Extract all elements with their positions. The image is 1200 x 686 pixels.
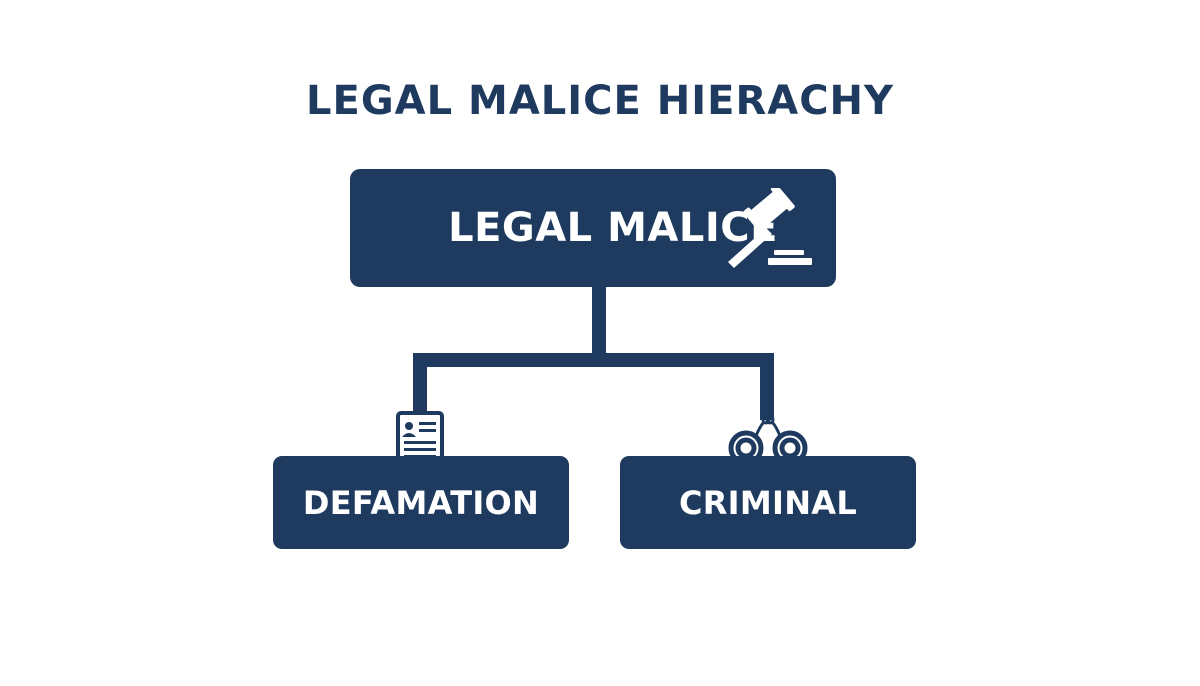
- connector-branch-left: [413, 353, 599, 412]
- child-node-label: CRIMINAL: [678, 483, 858, 522]
- child-node-label: DEFAMATION: [302, 483, 540, 522]
- root-node-legal-malice: LEGAL MALICE: [350, 169, 836, 287]
- child-node-criminal: CRIMINAL: [620, 456, 916, 549]
- diagram-title: LEGAL MALICE HIERACHY: [306, 78, 894, 124]
- connector-branch-right: [599, 353, 774, 420]
- root-node-label: LEGAL MALICE: [448, 205, 778, 251]
- child-node-defamation: DEFAMATION: [273, 456, 569, 549]
- gavel-icon: [728, 188, 812, 268]
